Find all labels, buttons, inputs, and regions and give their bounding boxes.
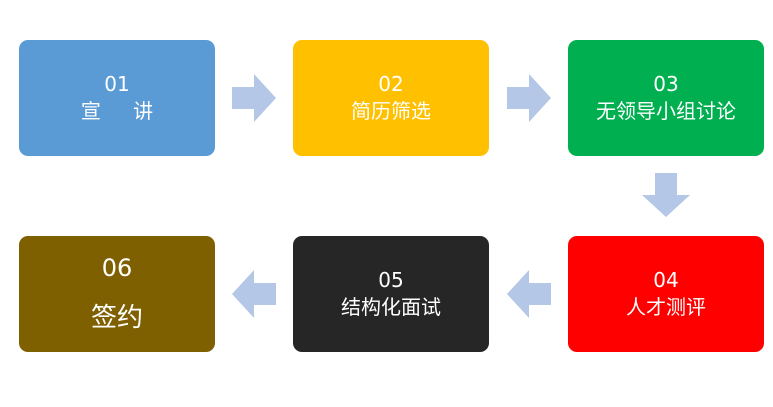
step-label: 简历筛选 [351, 99, 431, 123]
step-number: 03 [653, 72, 679, 96]
step-box-1: 01 宣 讲 [19, 40, 215, 156]
arrow-left-icon [232, 270, 276, 318]
step-box-6: 06 签约 [19, 236, 215, 352]
step-number: 02 [378, 72, 404, 96]
step-number: 06 [101, 254, 133, 282]
arrow-right-icon [507, 74, 551, 122]
step-box-3: 03 无领导小组讨论 [568, 40, 764, 156]
step-label: 宣 讲 [80, 99, 154, 123]
step-number: 04 [653, 268, 679, 292]
arrow-right-icon [232, 74, 276, 122]
step-label: 无领导小组讨论 [596, 99, 736, 123]
step-number: 05 [378, 268, 404, 292]
arrow-down-icon [642, 173, 690, 217]
step-box-5: 05 结构化面试 [293, 236, 489, 352]
arrow-left-icon [507, 270, 551, 318]
step-label: 签约 [90, 303, 143, 333]
step-box-4: 04 人才测评 [568, 236, 764, 352]
step-number: 01 [104, 72, 130, 96]
step-label: 结构化面试 [341, 295, 441, 319]
step-box-2: 02 简历筛选 [293, 40, 489, 156]
step-label: 人才测评 [626, 295, 706, 319]
